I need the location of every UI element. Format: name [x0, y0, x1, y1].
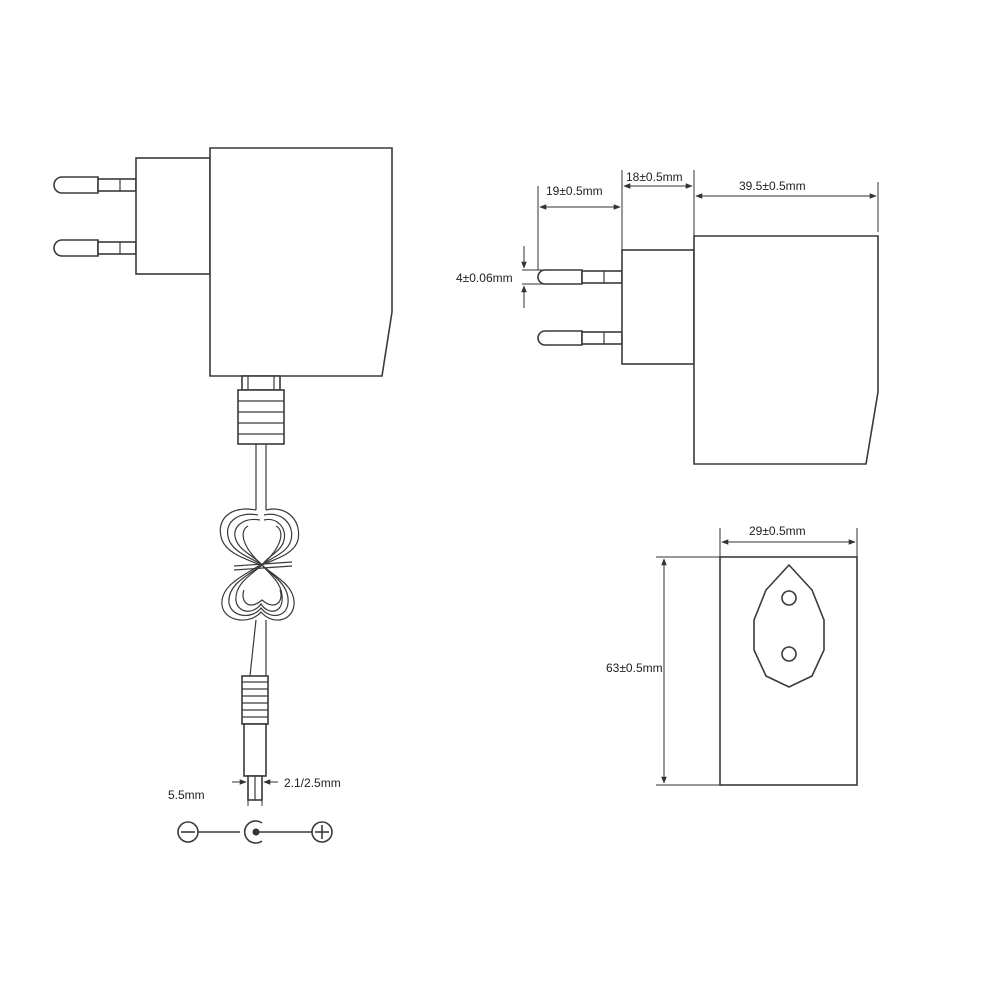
- base-depth-label: 18±0.5mm: [626, 170, 683, 184]
- rear-view: 29±0.5mm 63±0.5mm: [606, 524, 858, 786]
- front-prongs: [53, 176, 137, 257]
- plug-dimension-lines: [232, 776, 278, 806]
- socket-outline: [753, 563, 825, 688]
- height-label: 63±0.5mm: [606, 661, 663, 675]
- side-prongs: [537, 269, 623, 346]
- coiled-cable: [219, 508, 300, 621]
- minus-circle-icon: [177, 821, 199, 843]
- side-plug-base: [621, 249, 695, 365]
- side-main-body: [693, 235, 879, 465]
- strain-relief: [237, 375, 285, 445]
- dc-plug: [241, 675, 269, 801]
- plus-circle-icon: [311, 821, 333, 843]
- prong-diameter-label: 4±0.06mm: [456, 271, 513, 285]
- socket-hole-bottom: [781, 646, 797, 662]
- socket-hole-top: [781, 590, 797, 606]
- polarity-symbol: [177, 820, 333, 844]
- plug-inner-diameter-label: 2.1/2.5mm: [284, 776, 341, 790]
- body-depth-label: 39.5±0.5mm: [739, 179, 806, 193]
- front-view: 5.5mm 2.1/2.5mm: [53, 147, 393, 806]
- plug-outer-diameter-label: 5.5mm: [168, 788, 205, 802]
- prong-length-label: 19±0.5mm: [546, 184, 603, 198]
- width-label: 29±0.5mm: [749, 524, 806, 538]
- front-main-body: [209, 147, 393, 377]
- front-plug-base: [135, 157, 211, 275]
- side-view: 19±0.5mm 18±0.5mm 39.5±0.5mm 4±0.06mm: [456, 170, 879, 465]
